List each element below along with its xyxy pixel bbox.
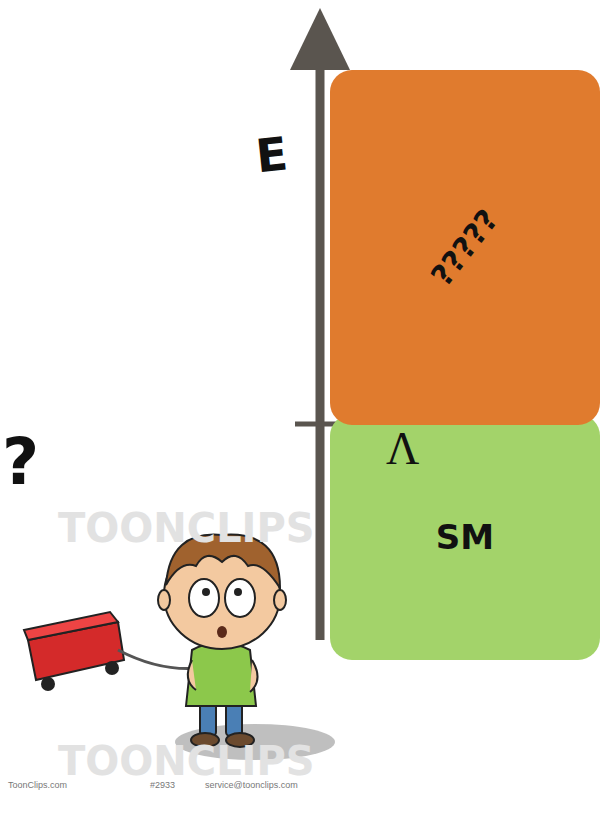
sm-region: SM [330,414,600,660]
unknown-region: ????? [330,70,600,425]
watermark: TOONCLIPS [58,738,315,784]
watermark: TOONCLIPS [58,505,315,551]
axis-label: E [253,127,290,184]
region-label: SM [436,517,494,557]
boy-cartoon [158,535,286,747]
footer-credit: ToonClips.com [8,780,67,790]
region-label: ????? [424,202,505,292]
question-mark: ? [2,425,39,499]
cutoff-scale: Λ [386,422,419,475]
footer-credit: service@toonclips.com [205,780,298,790]
footer-credit: #2933 [150,780,175,790]
